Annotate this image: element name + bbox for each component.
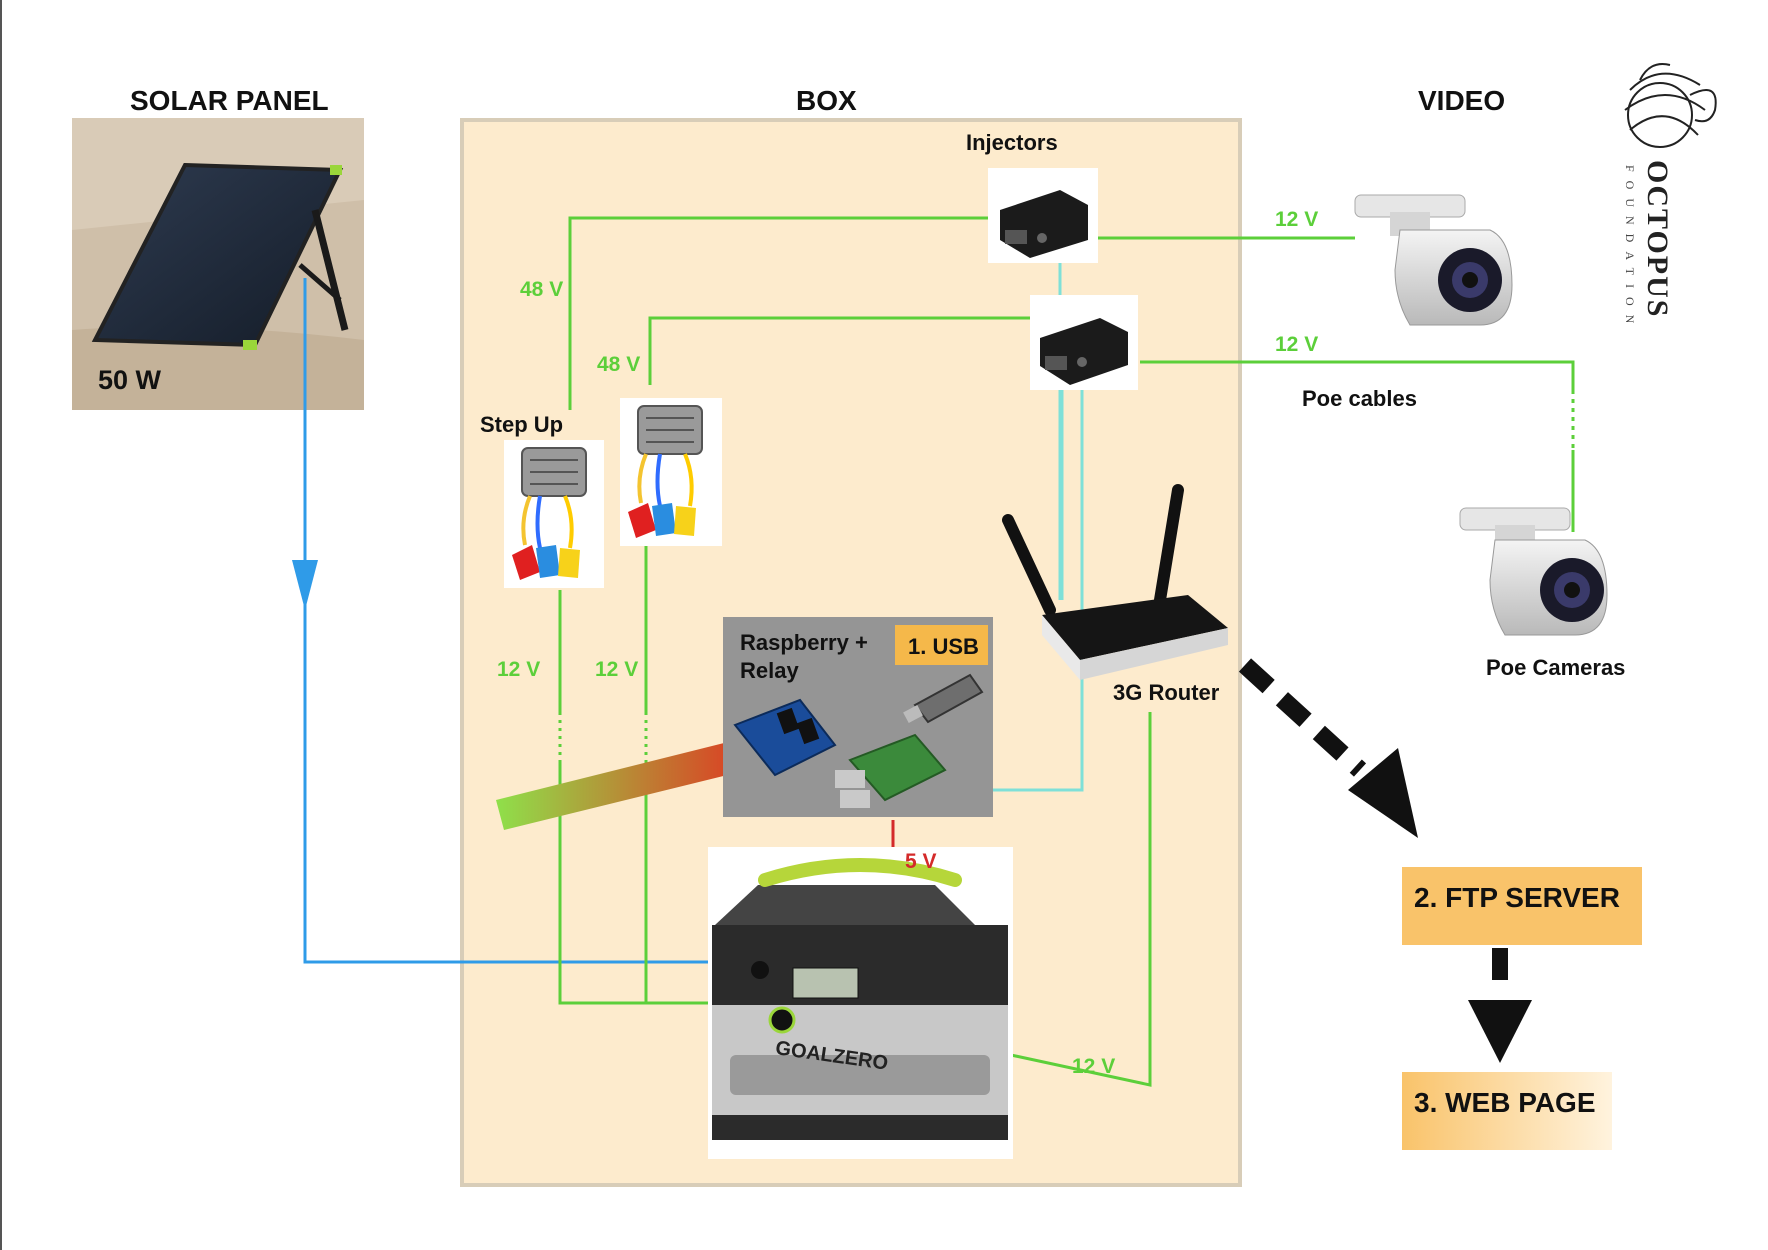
voltage-12v-router: 12 V <box>1072 1055 1116 1078</box>
section-title-solar: SOLAR PANEL <box>130 85 329 116</box>
logo-subtitle: FOUNDATION <box>1623 165 1637 333</box>
raspberry-pi-image <box>835 733 947 808</box>
ftp-server-box <box>1402 867 1642 945</box>
step-up-label: Step Up <box>480 412 564 437</box>
relay-board-image <box>733 698 837 777</box>
solar-panel-image <box>72 118 364 410</box>
web-page-label: 3. WEB PAGE <box>1414 1087 1596 1118</box>
router-image <box>1002 484 1228 680</box>
voltage-48v-top: 48 V <box>520 278 564 301</box>
usb-stick-image <box>903 673 984 724</box>
solar-power-line <box>303 278 748 964</box>
voltage-12v-camera-top: 12 V <box>1275 208 1319 231</box>
router-label: 3G Router <box>1113 680 1220 705</box>
injector-image-2 <box>1030 295 1138 390</box>
ftp-web-arrowhead <box>1468 1000 1532 1063</box>
relay-wire <box>496 735 764 830</box>
octopus-logo <box>1624 63 1717 148</box>
page-edge-line <box>0 0 2 1250</box>
usb-badge <box>895 625 988 665</box>
web-page-box <box>1402 1072 1612 1150</box>
solar-arrow <box>292 560 318 610</box>
section-title-box: BOX <box>796 85 857 116</box>
wire-12v-stepup-left <box>558 760 770 1005</box>
injector-image-1 <box>988 168 1098 263</box>
usb-label: 1. USB <box>908 634 979 659</box>
poe-cables-label: Poe cables <box>1302 386 1417 411</box>
voltage-5v-raspberry: 5 V <box>905 850 937 873</box>
voltage-12v-camera-bottom: 12 V <box>1275 333 1319 356</box>
voltage-12v-stepup-right: 12 V <box>595 658 639 681</box>
upload-arrowhead <box>1348 748 1418 838</box>
wire-48v-bottom <box>648 316 1035 385</box>
camera-image-bottom <box>1459 507 1608 636</box>
upload-arrow-line <box>1238 658 1367 777</box>
ftp-web-arrow-shaft <box>1492 948 1508 980</box>
voltage-12v-stepup-left: 12 V <box>497 658 541 681</box>
injectors-label: Injectors <box>966 130 1058 155</box>
relay-label: Relay <box>740 658 799 683</box>
voltage-48v-bottom: 48 V <box>597 353 641 376</box>
wire-48v-top <box>568 216 995 410</box>
camera-image-top <box>1354 194 1513 326</box>
battery-image <box>708 847 1013 1159</box>
logo-name: OCTOPUS <box>1641 160 1674 319</box>
step-up-image-1 <box>504 440 604 588</box>
poe-cameras-label: Poe Cameras <box>1486 655 1626 680</box>
raspberry-label: Raspberry + <box>740 630 868 655</box>
section-title-video: VIDEO <box>1418 85 1506 116</box>
ftp-server-label: 2. FTP SERVER <box>1414 882 1620 913</box>
wire-12v-camera-bottom <box>1140 360 1575 390</box>
step-up-image-2 <box>620 398 722 546</box>
solar-panel-power: 50 W <box>98 365 162 395</box>
